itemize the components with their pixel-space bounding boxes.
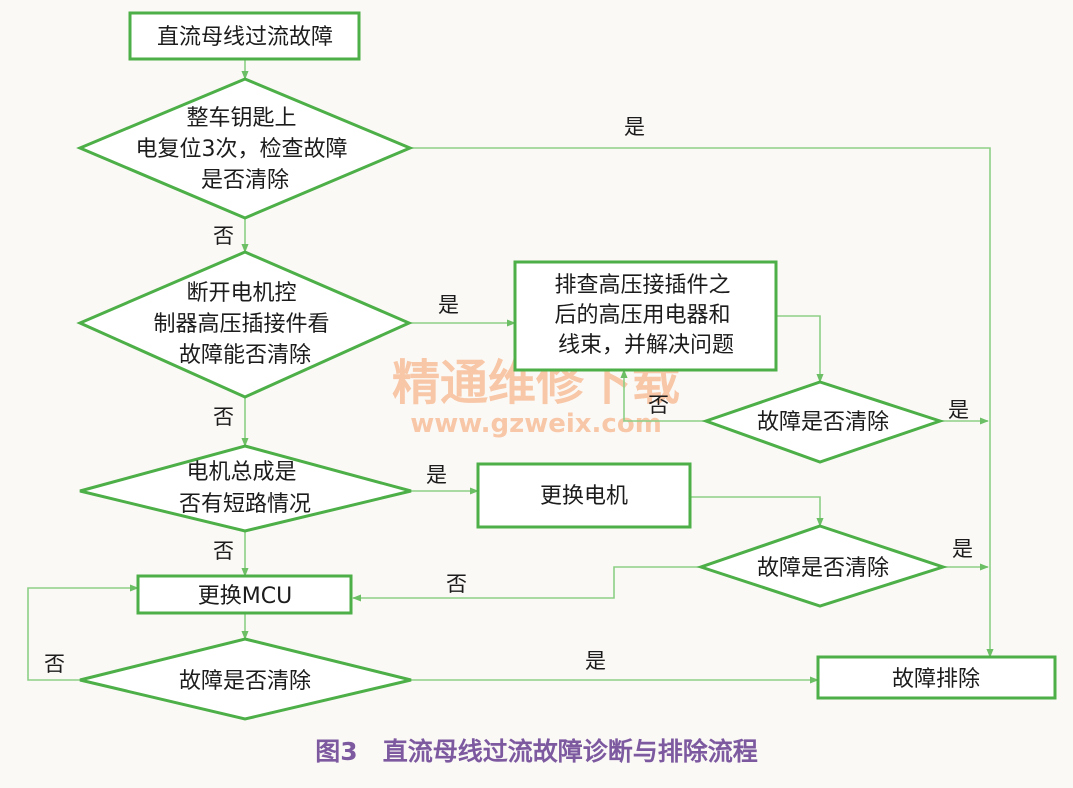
decision-key-reset-line2: 电复位3次，检查故障	[136, 137, 348, 162]
label-no-d2: 否	[213, 405, 234, 429]
decision-disconnect-connector: 断开电机控 制器高压插接件看 故障能否清除	[76, 250, 413, 399]
decision-motor-short-line1: 电机总成是	[186, 460, 296, 485]
svg-text:断开电机控 制器高压插接件看 故障能: 断开电机控 制器高压插接件看 故障能否清除	[153, 281, 336, 368]
process-check-hv-loads: 排查高压接插件之 后的高压用电器和 线束，并解决问题	[513, 260, 778, 372]
branch-labels: 是 否 是 否 是 否 是 否 否 是 否 是	[44, 115, 973, 676]
decision-motor-short: 电机总成是 否有短路情况	[79, 444, 412, 533]
connectors	[27, 59, 994, 684]
decision-fault-cleared-1: 故障是否清除	[701, 380, 945, 464]
label-yes-d4: 是	[426, 463, 447, 487]
decision-key-reset: 整车钥匙上 电复位3次，检查故障 是否清除	[76, 77, 414, 220]
decision-key-reset-line1: 整车钥匙上	[186, 106, 296, 131]
process-check-hv-line3: 线束，并解决问题	[558, 333, 734, 358]
label-yes-d5: 是	[952, 537, 973, 561]
label-yes-d1: 是	[624, 115, 645, 139]
label-no-d6: 否	[44, 652, 65, 676]
decision-fault-cleared-3-label: 故障是否清除	[179, 669, 311, 694]
decision-fault-cleared-2-label: 故障是否清除	[757, 556, 889, 581]
svg-text:整车钥匙上 电复位3次，检查故障 是: 整车钥匙上 电复位3次，检查故障 是否清除	[136, 106, 355, 193]
decision-key-reset-line3: 是否清除	[201, 168, 289, 193]
arrow-d1-yes-to-end	[410, 147, 994, 658]
figure-caption: 图3 直流母线过流故障诊断与排除流程	[315, 737, 758, 766]
label-no-d1: 否	[213, 224, 234, 248]
svg-text:电机总成是 否有短路情况: 电机总成是 否有短路情况	[179, 460, 311, 517]
arrow-d3-no-to-p1	[620, 369, 706, 422]
process-replace-mcu-label: 更换MCU	[198, 584, 292, 609]
decision-motor-short-line2: 否有短路情况	[179, 492, 311, 517]
arrow-p2-to-d5	[690, 496, 824, 527]
label-yes-d6: 是	[585, 649, 606, 673]
svg-text:排查高压接插件之 后的高压用电器和: 排查高压接插件之 后的高压用电器和 线束，并解决问题	[554, 273, 737, 358]
process-replace-mcu: 更换MCU	[136, 574, 353, 615]
label-yes-d3: 是	[948, 398, 969, 422]
start-box-label: 直流母线过流故障	[157, 25, 333, 50]
label-no-d4: 否	[213, 539, 234, 563]
arrow-p1-to-d3	[776, 315, 824, 383]
end-box-label: 故障排除	[892, 667, 980, 692]
end-box: 故障排除	[816, 655, 1057, 700]
process-check-hv-line1: 排查高压接插件之	[554, 273, 730, 298]
decision-disconnect-line3: 故障能否清除	[179, 343, 311, 368]
label-yes-d2: 是	[438, 293, 459, 317]
decision-disconnect-line1: 断开电机控	[186, 281, 296, 306]
flowchart-canvas: 精通维修下载 www.gzweix.com 直流母线过流故障 整车钥匙上 电复位…	[27, 11, 1057, 721]
process-check-hv-line2: 后的高压用电器和	[554, 303, 730, 328]
process-replace-motor: 更换电机	[476, 462, 692, 529]
label-no-d5: 否	[446, 572, 467, 596]
decision-fault-cleared-1-label: 故障是否清除	[757, 410, 889, 435]
watermark-url: www.gzweix.com	[410, 409, 662, 439]
arrow-d6-no-to-p3	[27, 584, 139, 681]
decision-disconnect-line2: 制器高压插接件看	[153, 312, 329, 337]
start-box: 直流母线过流故障	[128, 11, 361, 61]
decision-fault-cleared-2: 故障是否清除	[696, 524, 948, 608]
label-no-d3: 否	[648, 393, 669, 417]
process-replace-motor-label: 更换电机	[540, 484, 628, 509]
decision-fault-cleared-3: 故障是否清除	[79, 637, 412, 721]
arrow-d5-no-to-p3	[352, 566, 701, 602]
